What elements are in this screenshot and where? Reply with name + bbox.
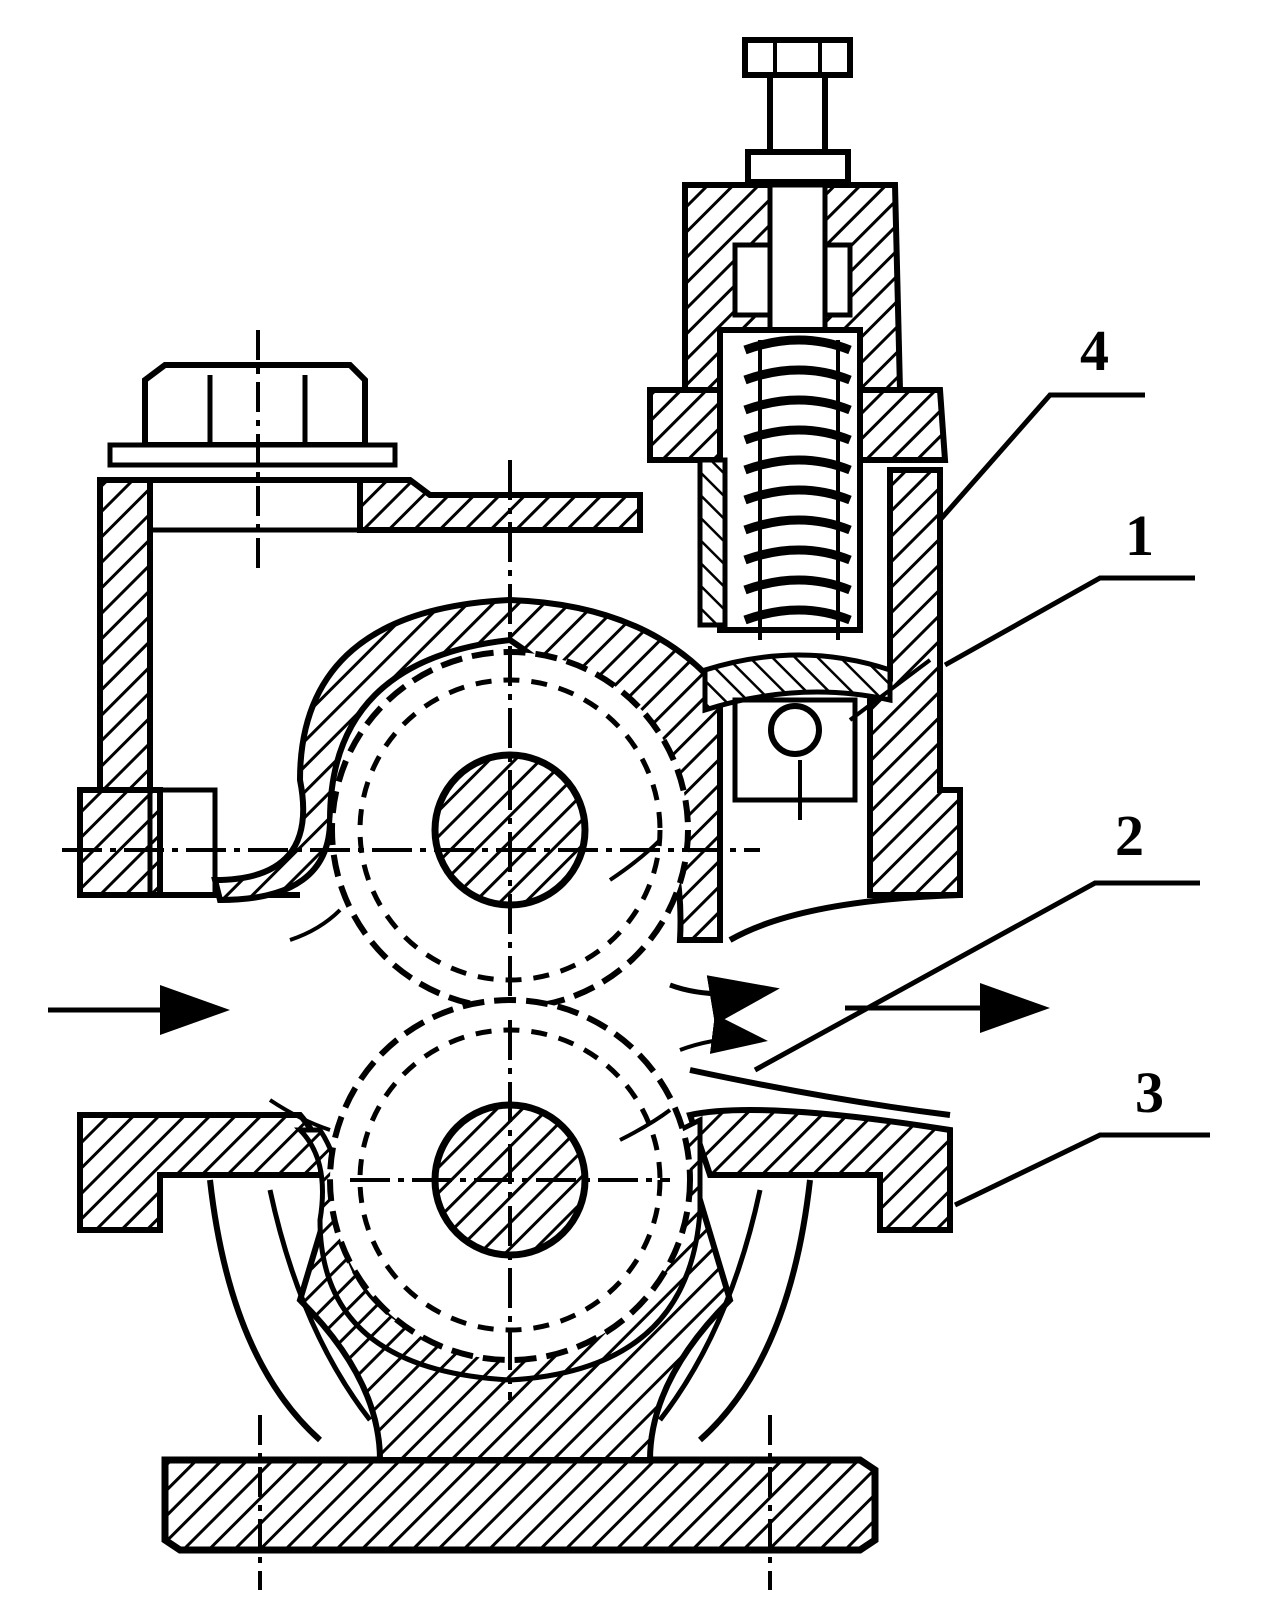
relief-valve [647,37,949,820]
drain-plug [107,330,398,570]
callout-4: 4 [1080,318,1109,383]
valve-ball [768,703,822,757]
valve-spring [743,335,852,640]
callout-2: 2 [1115,803,1144,868]
callout-1: 1 [1125,503,1154,568]
flow-arrows [48,838,1050,1142]
lower-gear [327,997,693,1400]
callout-3: 3 [1135,1060,1164,1125]
leader-lines [753,392,1210,1208]
upper-gear [62,460,760,1050]
